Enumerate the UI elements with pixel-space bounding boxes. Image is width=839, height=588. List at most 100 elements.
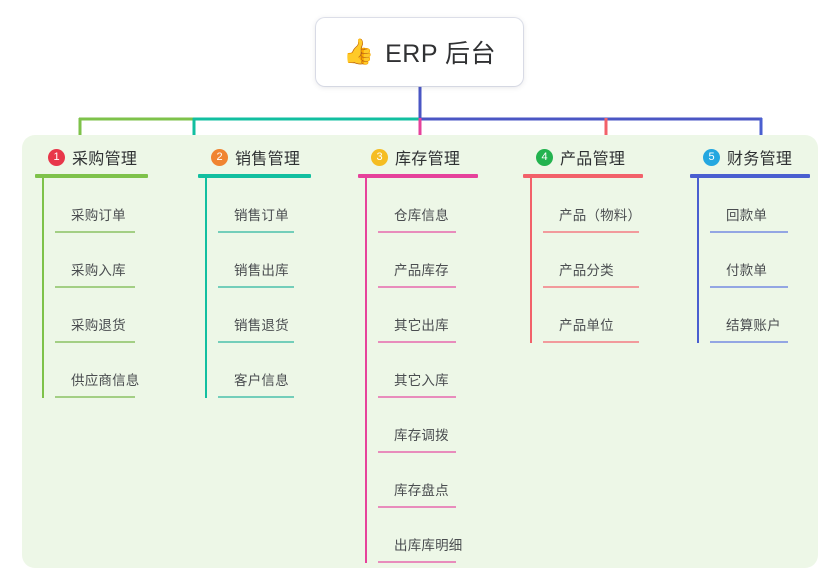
branch-children-list: 回款单付款单结算账户 [690,178,810,343]
branch-child-label: 销售订单 [234,208,289,223]
branch-child-rule [543,231,639,233]
branch-child-item[interactable]: 仓库信息 [378,178,478,233]
branch-children-list: 产品（物料） 产品分类产品单位 [523,178,643,343]
branch-child-item[interactable]: 销售订单 [218,178,311,233]
branch-child-label: 其它入库 [394,373,449,388]
branch-title: 销售管理 [235,151,301,168]
branch-child-label: 其它出库 [394,318,449,333]
branch-child-item[interactable]: 其它入库 [378,343,478,398]
branch-child-rule [218,231,294,233]
branch-header-4[interactable]: 4 产品管理 [523,145,643,169]
branch-child-rule [378,451,456,453]
branch-child-rule [55,396,135,398]
branch-child-rule [710,286,788,288]
branch-child-item[interactable]: 采购订单 [55,178,148,233]
branch-child-item[interactable]: 回款单 [710,178,810,233]
branch-child-rule [378,561,456,563]
branch-child-item[interactable]: 库存调拨 [378,398,478,453]
branch-child-rule [378,341,456,343]
diagram-panel [22,135,818,568]
branch-child-label: 销售退货 [234,318,289,333]
branch-header-rule [198,174,311,178]
branch-number-badge: 1 [48,148,65,166]
branch-child-label: 回款单 [726,208,768,223]
branch-child-rule [543,286,639,288]
branch-child-label: 采购入库 [71,263,126,278]
branch-child-item[interactable]: 销售出库 [218,233,311,288]
branch-children-list: 仓库信息产品库存其它出库其它入库库存调拨库存盘点出库库明细 [358,178,478,563]
branch-spine [365,178,367,563]
branch-child-label: 销售出库 [234,263,289,278]
branch-child-rule [55,231,135,233]
branch-child-item[interactable]: 采购入库 [55,233,148,288]
branch-child-label: 采购退货 [71,318,126,333]
branch-child-item[interactable]: 销售退货 [218,288,311,343]
branch-child-rule [710,341,788,343]
root-node[interactable]: 👍 ERP 后台 [316,18,523,86]
branch-child-item[interactable]: 付款单 [710,233,810,288]
branch-title: 财务管理 [727,151,793,168]
branch-header-rule [35,174,148,178]
branch-child-label: 库存盘点 [394,483,449,498]
branch-child-label: 出库库明细 [394,538,463,553]
branch-child-label: 客户信息 [234,373,289,388]
branch-children-list: 销售订单销售出库销售退货客户信息 [198,178,311,398]
branch-column-4: 4 产品管理产品（物料） 产品分类产品单位 [523,145,643,343]
branch-title: 库存管理 [395,151,461,168]
branch-child-rule [218,396,294,398]
branch-child-rule [710,231,788,233]
branch-child-rule [378,231,456,233]
branch-header-5[interactable]: 5 财务管理 [690,145,810,169]
branch-header-2[interactable]: 2 销售管理 [198,145,311,169]
branch-spine [42,178,44,398]
branch-number-badge: 3 [371,148,388,166]
branch-header-3[interactable]: 3 库存管理 [358,145,478,169]
branch-spine [530,178,532,343]
branch-number-badge: 4 [536,148,553,166]
branch-spine [205,178,207,398]
branch-child-label: 结算账户 [726,318,781,333]
branch-child-item[interactable]: 结算账户 [710,288,810,343]
branch-child-item[interactable]: 供应商信息 [55,343,148,398]
branch-child-item[interactable]: 出库库明细 [378,508,478,563]
branch-number-badge: 5 [703,148,720,166]
branch-child-label: 产品库存 [394,263,449,278]
branch-child-label: 库存调拨 [394,428,449,443]
branch-header-rule [358,174,478,178]
branch-child-label: 付款单 [726,263,768,278]
branch-spine [697,178,699,343]
branch-column-2: 2 销售管理销售订单销售出库销售退货客户信息 [198,145,311,398]
branch-child-item[interactable]: 产品单位 [543,288,643,343]
branch-child-item[interactable]: 产品库存 [378,233,478,288]
branch-child-rule [543,341,639,343]
branch-number-badge: 2 [211,148,228,166]
branch-child-label: 供应商信息 [71,373,140,388]
branch-child-label: 产品分类 [559,263,614,278]
branch-child-item[interactable]: 客户信息 [218,343,311,398]
branch-header-1[interactable]: 1 采购管理 [35,145,148,169]
branch-title: 产品管理 [560,151,626,168]
branch-child-label: 产品单位 [559,318,614,333]
branch-child-rule [378,286,456,288]
branch-child-item[interactable]: 其它出库 [378,288,478,343]
branch-child-label: 仓库信息 [394,208,449,223]
branch-column-3: 3 库存管理仓库信息产品库存其它出库其它入库库存调拨库存盘点出库库明细 [358,145,478,563]
branch-child-rule [218,341,294,343]
branch-header-rule [523,174,643,178]
branch-child-label: 产品（物料） [559,208,642,223]
branch-children-list: 采购订单采购入库采购退货供应商信息 [35,178,148,398]
branch-column-5: 5 财务管理回款单付款单结算账户 [690,145,810,343]
root-title: ERP 后台 [385,40,497,68]
branch-child-rule [378,396,456,398]
branch-child-rule [218,286,294,288]
branch-child-label: 采购订单 [71,208,126,223]
branch-title: 采购管理 [72,151,138,168]
branch-child-item[interactable]: 产品分类 [543,233,643,288]
branch-child-item[interactable]: 库存盘点 [378,453,478,508]
branch-child-rule [55,286,135,288]
branch-child-item[interactable]: 采购退货 [55,288,148,343]
thumbs-up-icon: 👍 [342,37,375,66]
branch-child-item[interactable]: 产品（物料） [543,178,643,233]
branch-column-1: 1 采购管理采购订单采购入库采购退货供应商信息 [35,145,148,398]
